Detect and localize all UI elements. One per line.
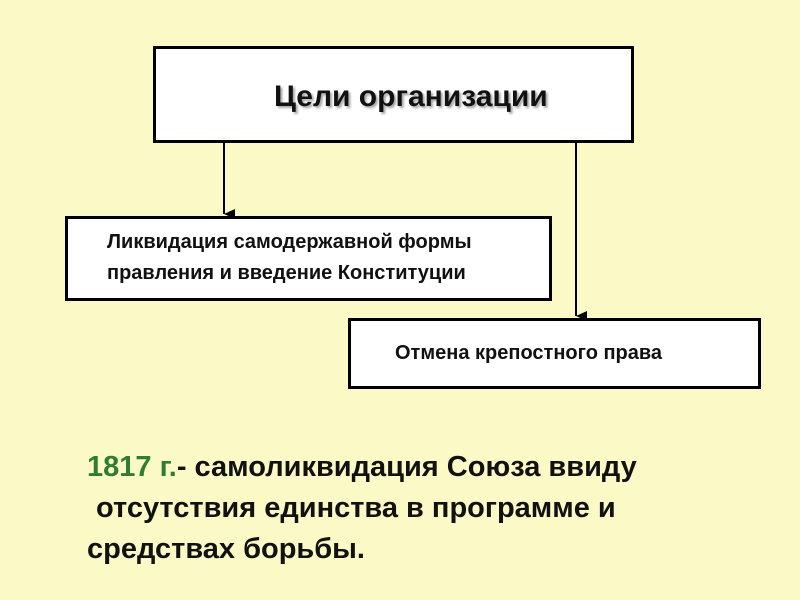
note-line-2: отсутствия единства в программе и	[96, 492, 616, 524]
goal-box-autocracy: Ликвидация самодержавной формы правления…	[65, 216, 552, 301]
dissolution-note: 1817 г.- самоликвидация Союза ввиду отсу…	[87, 447, 787, 570]
note-line-1-text: - самоликвидация Союза ввиду	[176, 451, 637, 483]
goal-autocracy-line-1: Ликвидация самодержавной формы	[107, 231, 472, 253]
note-line-3: средствах борьбы.	[87, 533, 365, 565]
goal-serfdom-label: Отмена крепостного права	[395, 342, 663, 364]
root-goal-label: Цели организации	[274, 80, 548, 113]
root-goal-box: Цели организации	[153, 46, 634, 143]
note-year: 1817 г.	[87, 451, 177, 483]
goal-box-serfdom: Отмена крепостного права	[348, 318, 761, 389]
goal-autocracy-line-2: правления и введение Конституции	[107, 262, 466, 284]
note-line-1: 1817 г.- самоликвидация Союза ввиду	[87, 447, 787, 488]
